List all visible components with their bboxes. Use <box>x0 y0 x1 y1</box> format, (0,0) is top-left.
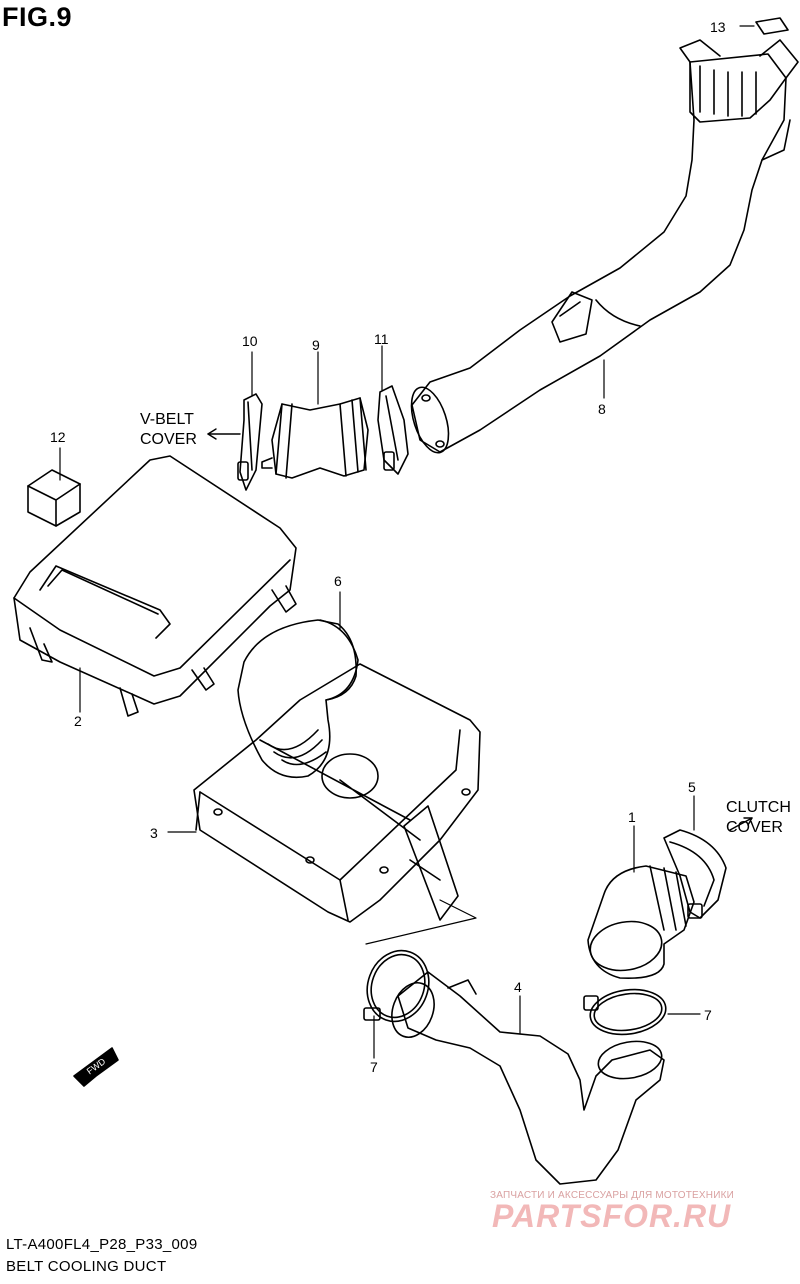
joint-hose-part-9 <box>261 397 369 479</box>
callouts: 13 8 10 9 11 12 2 6 3 1 5 4 7 7 <box>50 19 726 1075</box>
pad-part-13 <box>755 17 789 35</box>
callout-7-right: 7 <box>704 1007 712 1023</box>
fwd-arrow-icon: FWD <box>73 1047 119 1087</box>
v-belt-arrow <box>207 428 241 440</box>
duct-part-4 <box>391 971 665 1185</box>
clamp-part-11 <box>377 385 409 475</box>
callout-4: 4 <box>514 979 522 995</box>
leader-lines <box>59 25 755 1059</box>
joint-hose-part-1 <box>587 865 695 980</box>
watermark-subtitle: ЗАПЧАСТИ И АКСЕССУАРЫ ДЛЯ МОТОТЕХНИКИ <box>490 1190 735 1201</box>
cover-part-2 <box>13 455 297 717</box>
clamp-part-7-left <box>363 949 430 1023</box>
callout-6: 6 <box>334 573 342 589</box>
case-part-3 <box>193 663 481 945</box>
clamp-part-10 <box>237 393 263 491</box>
callout-10: 10 <box>242 333 258 349</box>
callout-9: 9 <box>312 337 320 353</box>
watermark-logo: PARTSFOR.RU <box>492 1198 732 1234</box>
callout-5: 5 <box>688 779 696 795</box>
clamp-part-7-right <box>583 988 667 1036</box>
figure-code: LT-A400FL4_P28_P33_009 <box>6 1236 198 1253</box>
v-belt-line-1: V-BELT <box>140 411 194 428</box>
clamp-part-5 <box>663 829 727 919</box>
duct-part-8 <box>410 39 799 454</box>
callout-1: 1 <box>628 809 636 825</box>
clutch-line-2: COVER <box>726 819 783 836</box>
figure-name: BELT COOLING DUCT <box>6 1258 167 1275</box>
figure-title: FIG.9 <box>2 2 73 32</box>
clutch-cover-note: CLUTCH COVER <box>726 798 791 838</box>
pad-part-12 <box>27 469 81 527</box>
callout-3: 3 <box>150 825 158 841</box>
clutch-line-1: CLUTCH <box>726 799 791 816</box>
clutch-arrow <box>729 817 753 831</box>
callout-7-left: 7 <box>370 1059 378 1075</box>
hose-part-6 <box>237 619 359 779</box>
callout-12: 12 <box>50 429 66 445</box>
callout-13: 13 <box>710 19 726 35</box>
v-belt-line-2: COVER <box>140 431 197 448</box>
callout-2: 2 <box>74 713 82 729</box>
callout-11: 11 <box>374 331 389 347</box>
callout-8: 8 <box>598 401 606 417</box>
v-belt-cover-note: V-BELT COVER <box>140 410 197 450</box>
